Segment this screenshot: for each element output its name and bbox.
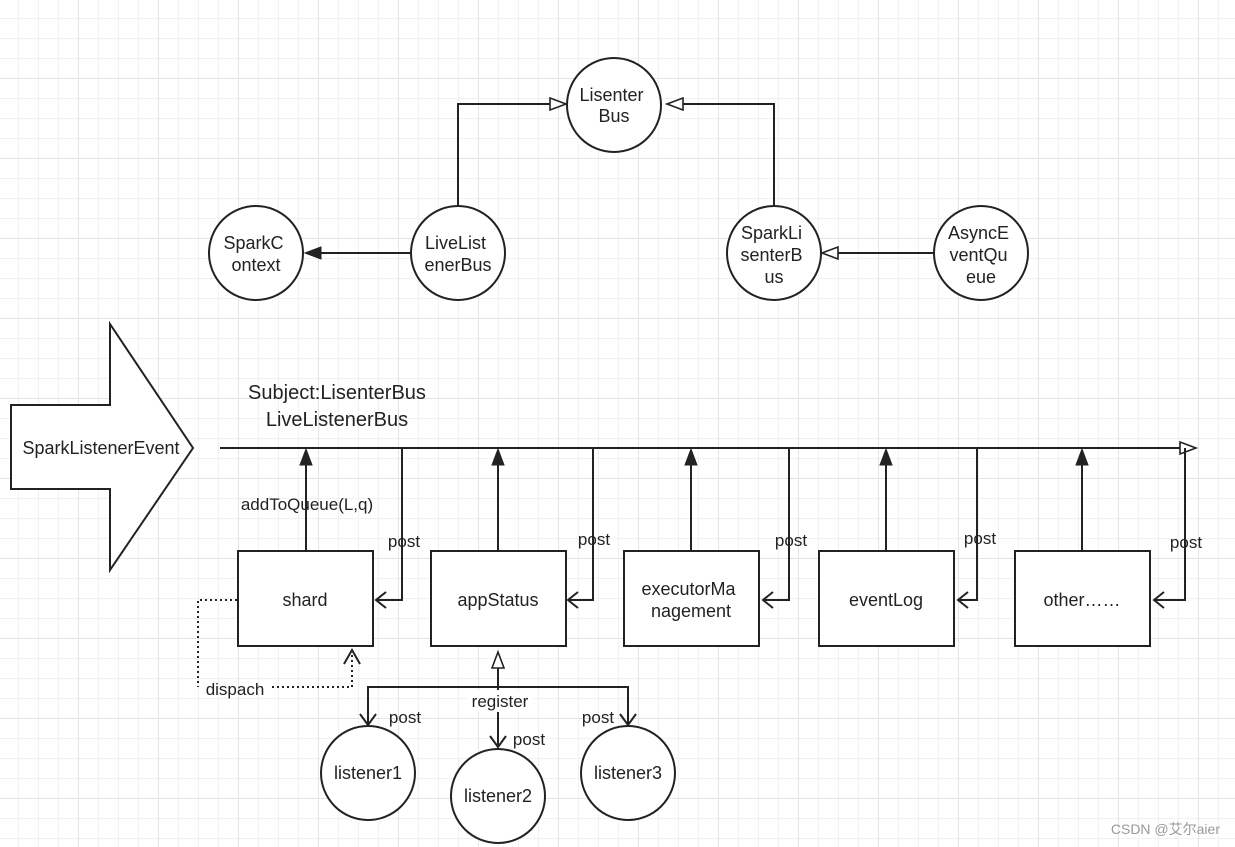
post-label: post: [389, 708, 421, 727]
svg-text:Lisenter Bus: Lisenter Bus: [579, 85, 648, 126]
queue-executor-add-edge: [684, 447, 698, 551]
queue-appstatus-post-edge: [566, 448, 594, 609]
dispatch-label: dispach: [206, 680, 265, 699]
listener-3: listener3: [580, 725, 676, 821]
post-label: post: [578, 530, 610, 549]
queue-event-log: eventLog: [818, 550, 955, 647]
node-live-listener-bus-line: enerBus: [424, 255, 491, 275]
node-spark-listener-bus: SparkLi senterB us: [726, 205, 822, 301]
queue-shard-label: shard: [282, 590, 327, 610]
listener-2: listener2: [450, 748, 546, 844]
svg-text:shard: shard: [282, 590, 327, 610]
queue-app-status-label: appStatus: [457, 590, 538, 610]
listener-3-label: listener3: [594, 763, 662, 783]
spark-listener-event-label: SparkListenerEvent: [22, 438, 179, 458]
listener-2-label: listener2: [464, 786, 532, 806]
node-lisenter-bus: Lisenter Bus: [566, 57, 662, 153]
queue-other: other……: [1014, 550, 1151, 647]
node-lisenter-bus-line: Lisenter: [579, 85, 643, 105]
post-label: post: [1170, 533, 1202, 552]
queue-other-add-edge: [1075, 447, 1089, 551]
node-live-listener-bus-line: LiveList: [425, 233, 486, 253]
queue-event-log-label: eventLog: [849, 590, 923, 610]
subject-subtitle: LiveListenerBus: [266, 409, 408, 431]
node-spark-listener-bus-line: SparkLi: [741, 223, 802, 243]
register-tree: [359, 649, 637, 749]
post-label: post: [388, 532, 420, 551]
register-label-bg: [467, 690, 533, 712]
node-async-event-queue: AsyncE ventQu eue: [933, 205, 1029, 301]
node-spark-context: SparkC ontext: [208, 205, 304, 301]
dispatch-loop: [197, 599, 361, 688]
svg-text:executorMa nagement: executorMa nagement: [641, 579, 740, 621]
queue-other-label: other……: [1043, 590, 1120, 610]
queue-executor-management-line: executorMa: [641, 579, 736, 599]
node-async-event-queue-line: eue: [966, 267, 996, 287]
svg-text:AsyncE ventQu eue: AsyncE ventQu eue: [948, 223, 1014, 287]
queue-executor-post-edge: [761, 448, 790, 609]
svg-text:SparkLi senterB us: SparkLi senterB us: [740, 223, 807, 287]
listener-1: listener1: [320, 725, 416, 821]
queue-executor-management-line: nagement: [651, 601, 731, 621]
node-async-event-queue-line: ventQu: [949, 245, 1007, 265]
watermark: CSDN @艾尔aier: [1111, 821, 1220, 837]
edge-livelistenerbus-to-lisenterbus: [457, 96, 569, 205]
post-label: post: [513, 730, 545, 749]
edge-asynceventqueue-to-sparklistenerbus: [819, 245, 933, 261]
node-spark-listener-bus-line: senterB: [740, 245, 802, 265]
edge-sparklistenerbus-to-lisenterbus: [664, 96, 775, 205]
post-label: post: [582, 708, 614, 727]
queue-shard: shard: [237, 550, 374, 647]
queue-shard-post-edge: [374, 448, 403, 609]
queue-appstatus-add-edge: [491, 447, 505, 551]
node-lisenter-bus-line: Bus: [598, 106, 629, 126]
register-label: register: [472, 692, 529, 711]
node-spark-listener-bus-line: us: [764, 267, 783, 287]
post-label: post: [775, 531, 807, 550]
node-spark-context-line: ontext: [231, 255, 280, 275]
queue-eventlog-post-edge: [956, 448, 978, 609]
node-async-event-queue-line: AsyncE: [948, 223, 1009, 243]
svg-text:eventLog: eventLog: [849, 590, 923, 610]
add-to-queue-label: addToQueue(L,q): [241, 495, 373, 514]
svg-text:appStatus: appStatus: [457, 590, 538, 610]
svg-text:LiveList enerBus: LiveList enerBus: [424, 233, 491, 275]
subject-title: Subject:LisenterBus: [248, 382, 426, 404]
post-label: post: [964, 529, 996, 548]
queue-executor-management: executorMa nagement: [623, 550, 760, 647]
svg-text:other……: other……: [1043, 590, 1120, 610]
queue-other-post-edge: [1152, 448, 1186, 609]
listener-1-label: listener1: [334, 763, 402, 783]
node-spark-context-line: SparkC: [223, 233, 283, 253]
node-live-listener-bus: LiveList enerBus: [410, 205, 506, 301]
queue-app-status: appStatus: [430, 550, 567, 647]
bus-line: [220, 440, 1199, 456]
queue-eventlog-add-edge: [879, 447, 893, 551]
queue-shard-add-edge: [299, 447, 313, 551]
spark-listener-event-arrow: SparkListenerEvent: [10, 320, 195, 574]
svg-text:SparkC ontext: SparkC ontext: [223, 233, 288, 275]
edge-livelistenerbus-to-sparkcontext: [303, 246, 410, 260]
